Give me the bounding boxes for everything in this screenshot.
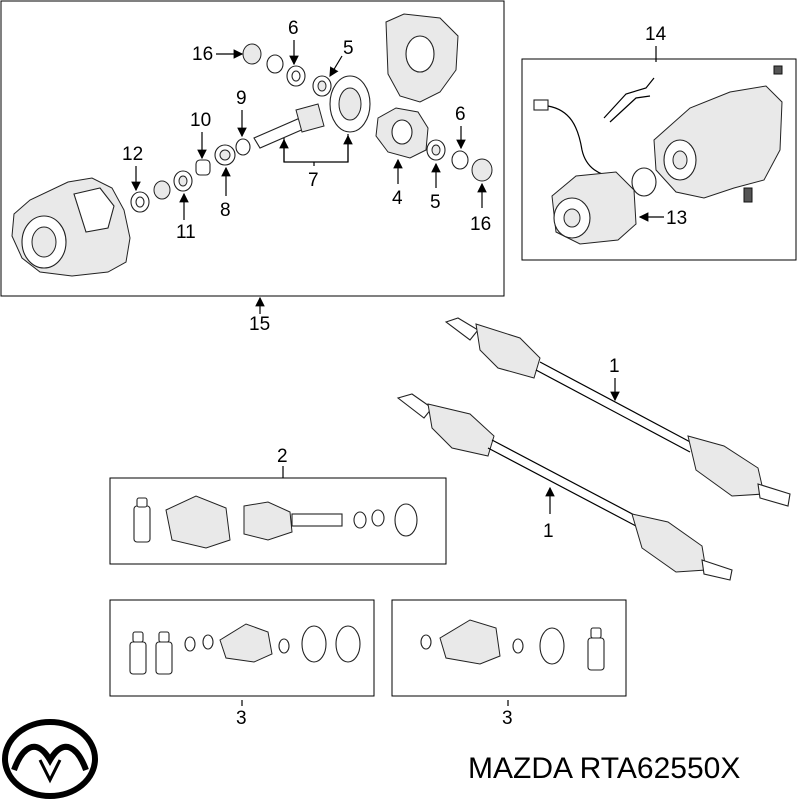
- callout-4: 4: [392, 188, 403, 209]
- clamp-3b[interactable]: [335, 625, 361, 663]
- bearing-6-top[interactable]: [286, 65, 306, 87]
- boot-2[interactable]: [165, 495, 231, 549]
- callout-9: 9: [236, 88, 247, 109]
- leader-7: [283, 134, 349, 163]
- oring-seal[interactable]: [631, 167, 657, 197]
- bearing-11[interactable]: [173, 170, 193, 192]
- seal-16-top[interactable]: [242, 43, 262, 65]
- seal-12[interactable]: [130, 191, 150, 213]
- shim-9[interactable]: [235, 138, 251, 156]
- rear-drive-unit[interactable]: [653, 85, 783, 199]
- callout-16-right: 16: [470, 214, 491, 235]
- clip-3e[interactable]: [512, 638, 524, 654]
- grease-tube-3c[interactable]: [587, 627, 605, 671]
- bearing-race-top[interactable]: [266, 54, 284, 74]
- wire-harness[interactable]: [533, 99, 615, 177]
- boot-3-right[interactable]: [439, 619, 501, 665]
- joint-kit-3-right-frame: [391, 599, 627, 697]
- part-number-caption: MAZDA RTA62550X: [468, 752, 740, 785]
- differential-case[interactable]: [375, 107, 429, 159]
- callout-7: 7: [308, 170, 319, 191]
- callout-1-lower: 1: [543, 521, 554, 542]
- bolt[interactable]: [773, 65, 783, 75]
- callout-11: 11: [176, 222, 196, 243]
- clip-3c[interactable]: [278, 638, 290, 654]
- boot-3-left[interactable]: [219, 623, 273, 663]
- callout-12: 12: [122, 144, 143, 165]
- grease-tube-3a[interactable]: [129, 631, 147, 675]
- cv-joint-2[interactable]: [243, 501, 343, 541]
- callout-2: 2: [277, 446, 288, 467]
- differential-cover[interactable]: [385, 13, 459, 103]
- callout-10: 10: [190, 110, 211, 131]
- callout-3-right: 3: [502, 708, 513, 729]
- clamp-3a[interactable]: [301, 625, 327, 663]
- callout-15: 15: [249, 314, 270, 335]
- sensor[interactable]: [743, 187, 753, 203]
- bracket[interactable]: [603, 77, 655, 123]
- bearing-11a[interactable]: [153, 180, 171, 200]
- joint-kit-2-frame: [109, 477, 447, 565]
- bearing-8[interactable]: [214, 144, 236, 166]
- callout-13: 13: [666, 208, 687, 229]
- bearing-6-right[interactable]: [451, 150, 469, 170]
- drive-shaft-lower[interactable]: [396, 393, 733, 581]
- clip-2a[interactable]: [353, 511, 367, 529]
- bearing-5-right[interactable]: [426, 139, 446, 161]
- ring-gear[interactable]: [329, 75, 371, 133]
- differential-assembly-frame: [0, 0, 505, 297]
- callout-6-right: 6: [455, 104, 466, 125]
- clip-3d[interactable]: [420, 634, 432, 650]
- clip-3a[interactable]: [184, 636, 196, 652]
- bearing-5-top[interactable]: [312, 75, 332, 97]
- callout-3-left: 3: [236, 708, 247, 729]
- callout-1-upper: 1: [609, 356, 620, 377]
- spacer-10[interactable]: [195, 159, 211, 176]
- grease-tube-2[interactable]: [133, 497, 151, 543]
- callout-6-top: 6: [288, 18, 299, 39]
- joint-kit-3-left-frame: [109, 599, 375, 697]
- seal-16-right[interactable]: [471, 158, 493, 182]
- grease-tube-3b[interactable]: [155, 631, 173, 675]
- clip-3b[interactable]: [202, 634, 214, 650]
- pinion-shaft[interactable]: [253, 103, 325, 149]
- clip-2b[interactable]: [371, 509, 385, 527]
- mazda-logo-icon: [2, 719, 98, 799]
- callout-16-top: 16: [192, 44, 213, 65]
- clamp-2[interactable]: [394, 503, 418, 537]
- callout-5-top: 5: [343, 38, 354, 59]
- callout-14: 14: [645, 24, 667, 45]
- callout-8: 8: [220, 200, 231, 221]
- differential-housing[interactable]: [11, 177, 131, 277]
- coupling-13[interactable]: [551, 171, 637, 245]
- clamp-3c[interactable]: [539, 627, 565, 665]
- callout-5-right: 5: [430, 192, 441, 213]
- drive-unit-frame: [521, 58, 797, 261]
- drive-shaft-upper[interactable]: [444, 317, 791, 507]
